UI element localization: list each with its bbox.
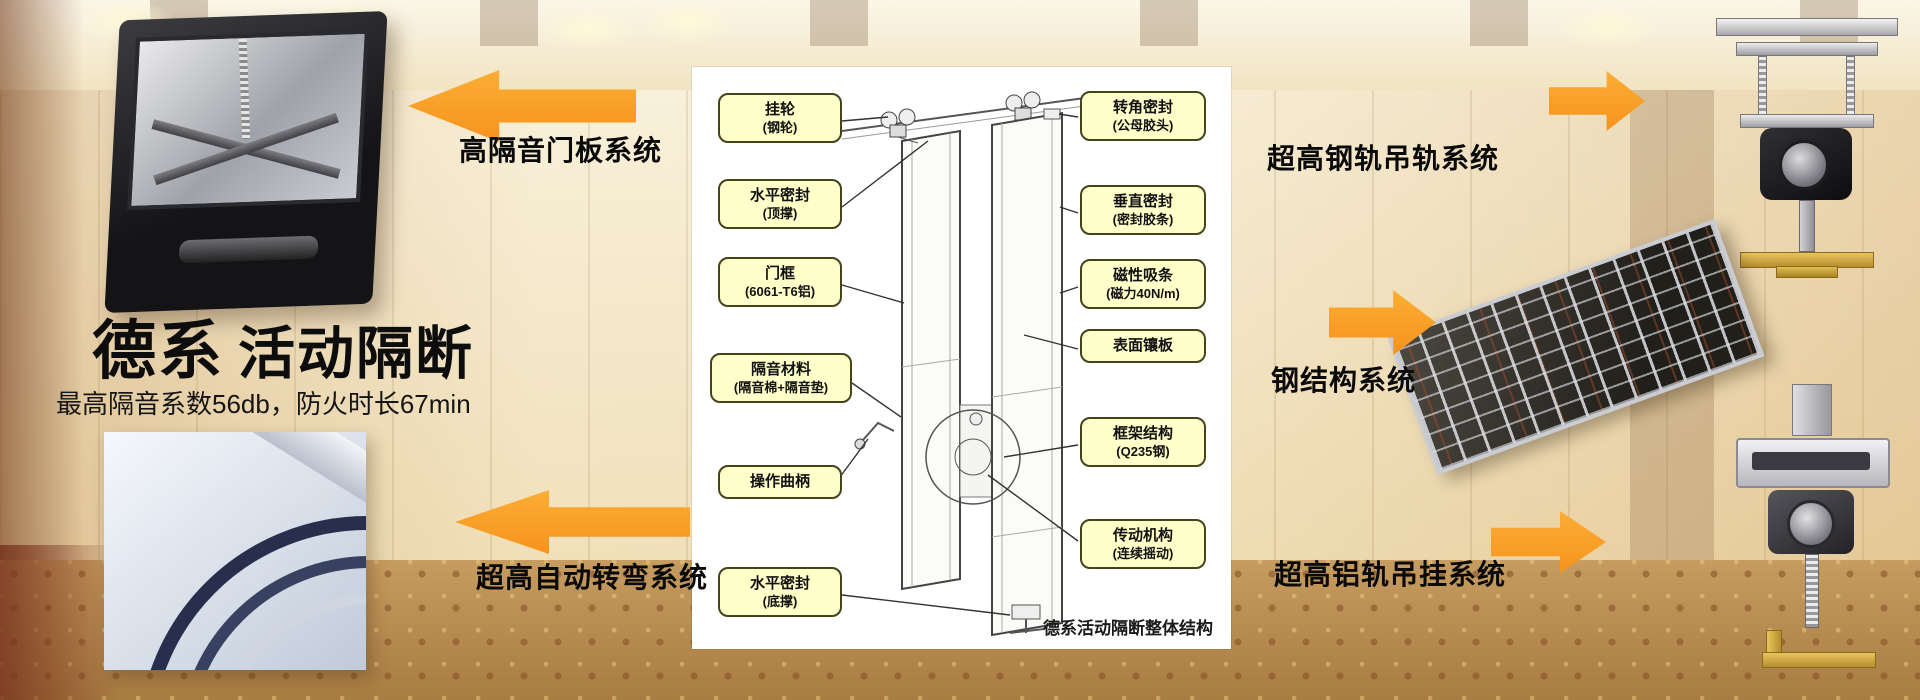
callout-transmission: 传动机构 (连续摇动) xyxy=(1080,519,1206,570)
label-steel-rail-system: 超高钢轨吊轨系统 xyxy=(1267,143,1500,174)
callout-door-frame: 门框 (6061-T6铝) xyxy=(718,257,842,308)
photo-alu-rail-hanger xyxy=(1706,384,1916,684)
callout-text: (磁力40N/m) xyxy=(1106,285,1180,301)
callout-vertical-seal: 垂直密封 (密封胶条) xyxy=(1080,185,1206,236)
gold-base-plate xyxy=(1762,652,1876,668)
callout-text: (底撑) xyxy=(762,593,798,609)
photo-steel-rail-hanger xyxy=(1700,12,1912,284)
photo-door-panel-system xyxy=(104,10,388,314)
structure-diagram-panel: 挂轮 (钢轮) 水平密封 (顶撑) 门框 (6061-T6铝) 隔音材料 (隔音… xyxy=(692,67,1231,649)
callout-text: (密封胶条) xyxy=(1112,211,1174,227)
gold-base-foot xyxy=(1776,266,1838,278)
ceiling-light-glow xyxy=(1560,6,1656,48)
callout-horizontal-seal-top: 水平密封 (顶撑) xyxy=(718,179,842,230)
brand-title-main: 德系 xyxy=(92,315,224,387)
brand-tagline: 最高隔音系数56db，防火时长67min xyxy=(56,389,471,419)
callout-frame-structure: 框架结构 (Q235钢) xyxy=(1080,417,1206,468)
label-door-panel-system: 高隔音门板系统 xyxy=(459,135,663,166)
photo-steel-frame xyxy=(1387,218,1765,476)
callout-text: (连续摇动) xyxy=(1112,545,1174,561)
channel-slot xyxy=(1752,452,1870,470)
hanger-stem xyxy=(1799,200,1815,252)
callout-text: (隔音棉+隔音垫) xyxy=(733,379,829,395)
callout-text: (6061-T6铝) xyxy=(744,283,816,299)
top-bracket-plate xyxy=(1716,18,1898,36)
label-steel-structure-system: 钢结构系统 xyxy=(1271,365,1417,396)
suspension-rod xyxy=(1846,56,1855,116)
page-title: 德系 活动隔断 xyxy=(92,300,474,392)
callout-text: 垂直密封 xyxy=(1112,193,1173,210)
callout-text: (公母胶头) xyxy=(1112,117,1174,133)
ceiling-light-glow xyxy=(640,0,736,42)
callout-text: 传动机构 xyxy=(1112,527,1173,544)
callout-text: 磁性吸条 xyxy=(1112,267,1173,284)
callout-surface-panel: 表面镶板 xyxy=(1080,329,1206,363)
callout-operating-crank: 操作曲柄 xyxy=(718,465,842,499)
carpet-left-shadow xyxy=(0,545,120,700)
callout-text: 门框 xyxy=(764,265,795,282)
callout-text: 框架结构 xyxy=(1112,425,1173,442)
suspension-rod xyxy=(1758,56,1767,116)
callout-text: 水平密封 xyxy=(749,575,810,592)
brand-title-sub: 活动隔断 xyxy=(238,322,474,386)
bracket-plate xyxy=(1736,42,1878,56)
callout-hanging-wheel: 挂轮 (钢轮) xyxy=(718,93,842,144)
callout-sound-insulation: 隔音材料 (隔音棉+隔音垫) xyxy=(710,353,852,404)
callout-corner-seal: 转角密封 (公母胶头) xyxy=(1080,91,1206,142)
cross-plate xyxy=(1740,114,1874,128)
callout-text: 水平密封 xyxy=(749,187,810,204)
roller-wheel xyxy=(1787,500,1835,548)
hanger-stem xyxy=(1805,554,1819,628)
top-mount-plate xyxy=(1792,384,1832,436)
partition-diagram-drawing xyxy=(839,91,1093,637)
label-alu-rail-system: 超高铝轨吊挂系统 xyxy=(1274,559,1507,590)
ceiling-light-glow xyxy=(540,8,636,50)
diagram-caption: 德系活动隔断整体结构 xyxy=(1043,619,1213,638)
callout-text: 挂轮 xyxy=(764,101,795,118)
callout-text: (钢轮) xyxy=(762,119,798,135)
callout-text: 操作曲柄 xyxy=(749,473,810,490)
track-bar xyxy=(190,432,366,505)
roller-wheel xyxy=(1779,140,1829,190)
callout-text: 隔音材料 xyxy=(750,361,811,378)
callout-text: 表面镶板 xyxy=(1112,337,1173,354)
callout-magnetic-strip: 磁性吸条 (磁力40N/m) xyxy=(1080,259,1206,310)
label-auto-turn-system: 超高自动转弯系统 xyxy=(476,562,709,593)
photo-curved-track-system xyxy=(104,432,366,670)
callout-text: (Q235钢) xyxy=(1116,443,1170,459)
callout-text: (顶撑) xyxy=(762,205,798,221)
callout-text: 转角密封 xyxy=(1112,99,1173,116)
callout-horizontal-seal-bottom: 水平密封 (底撑) xyxy=(718,567,842,618)
